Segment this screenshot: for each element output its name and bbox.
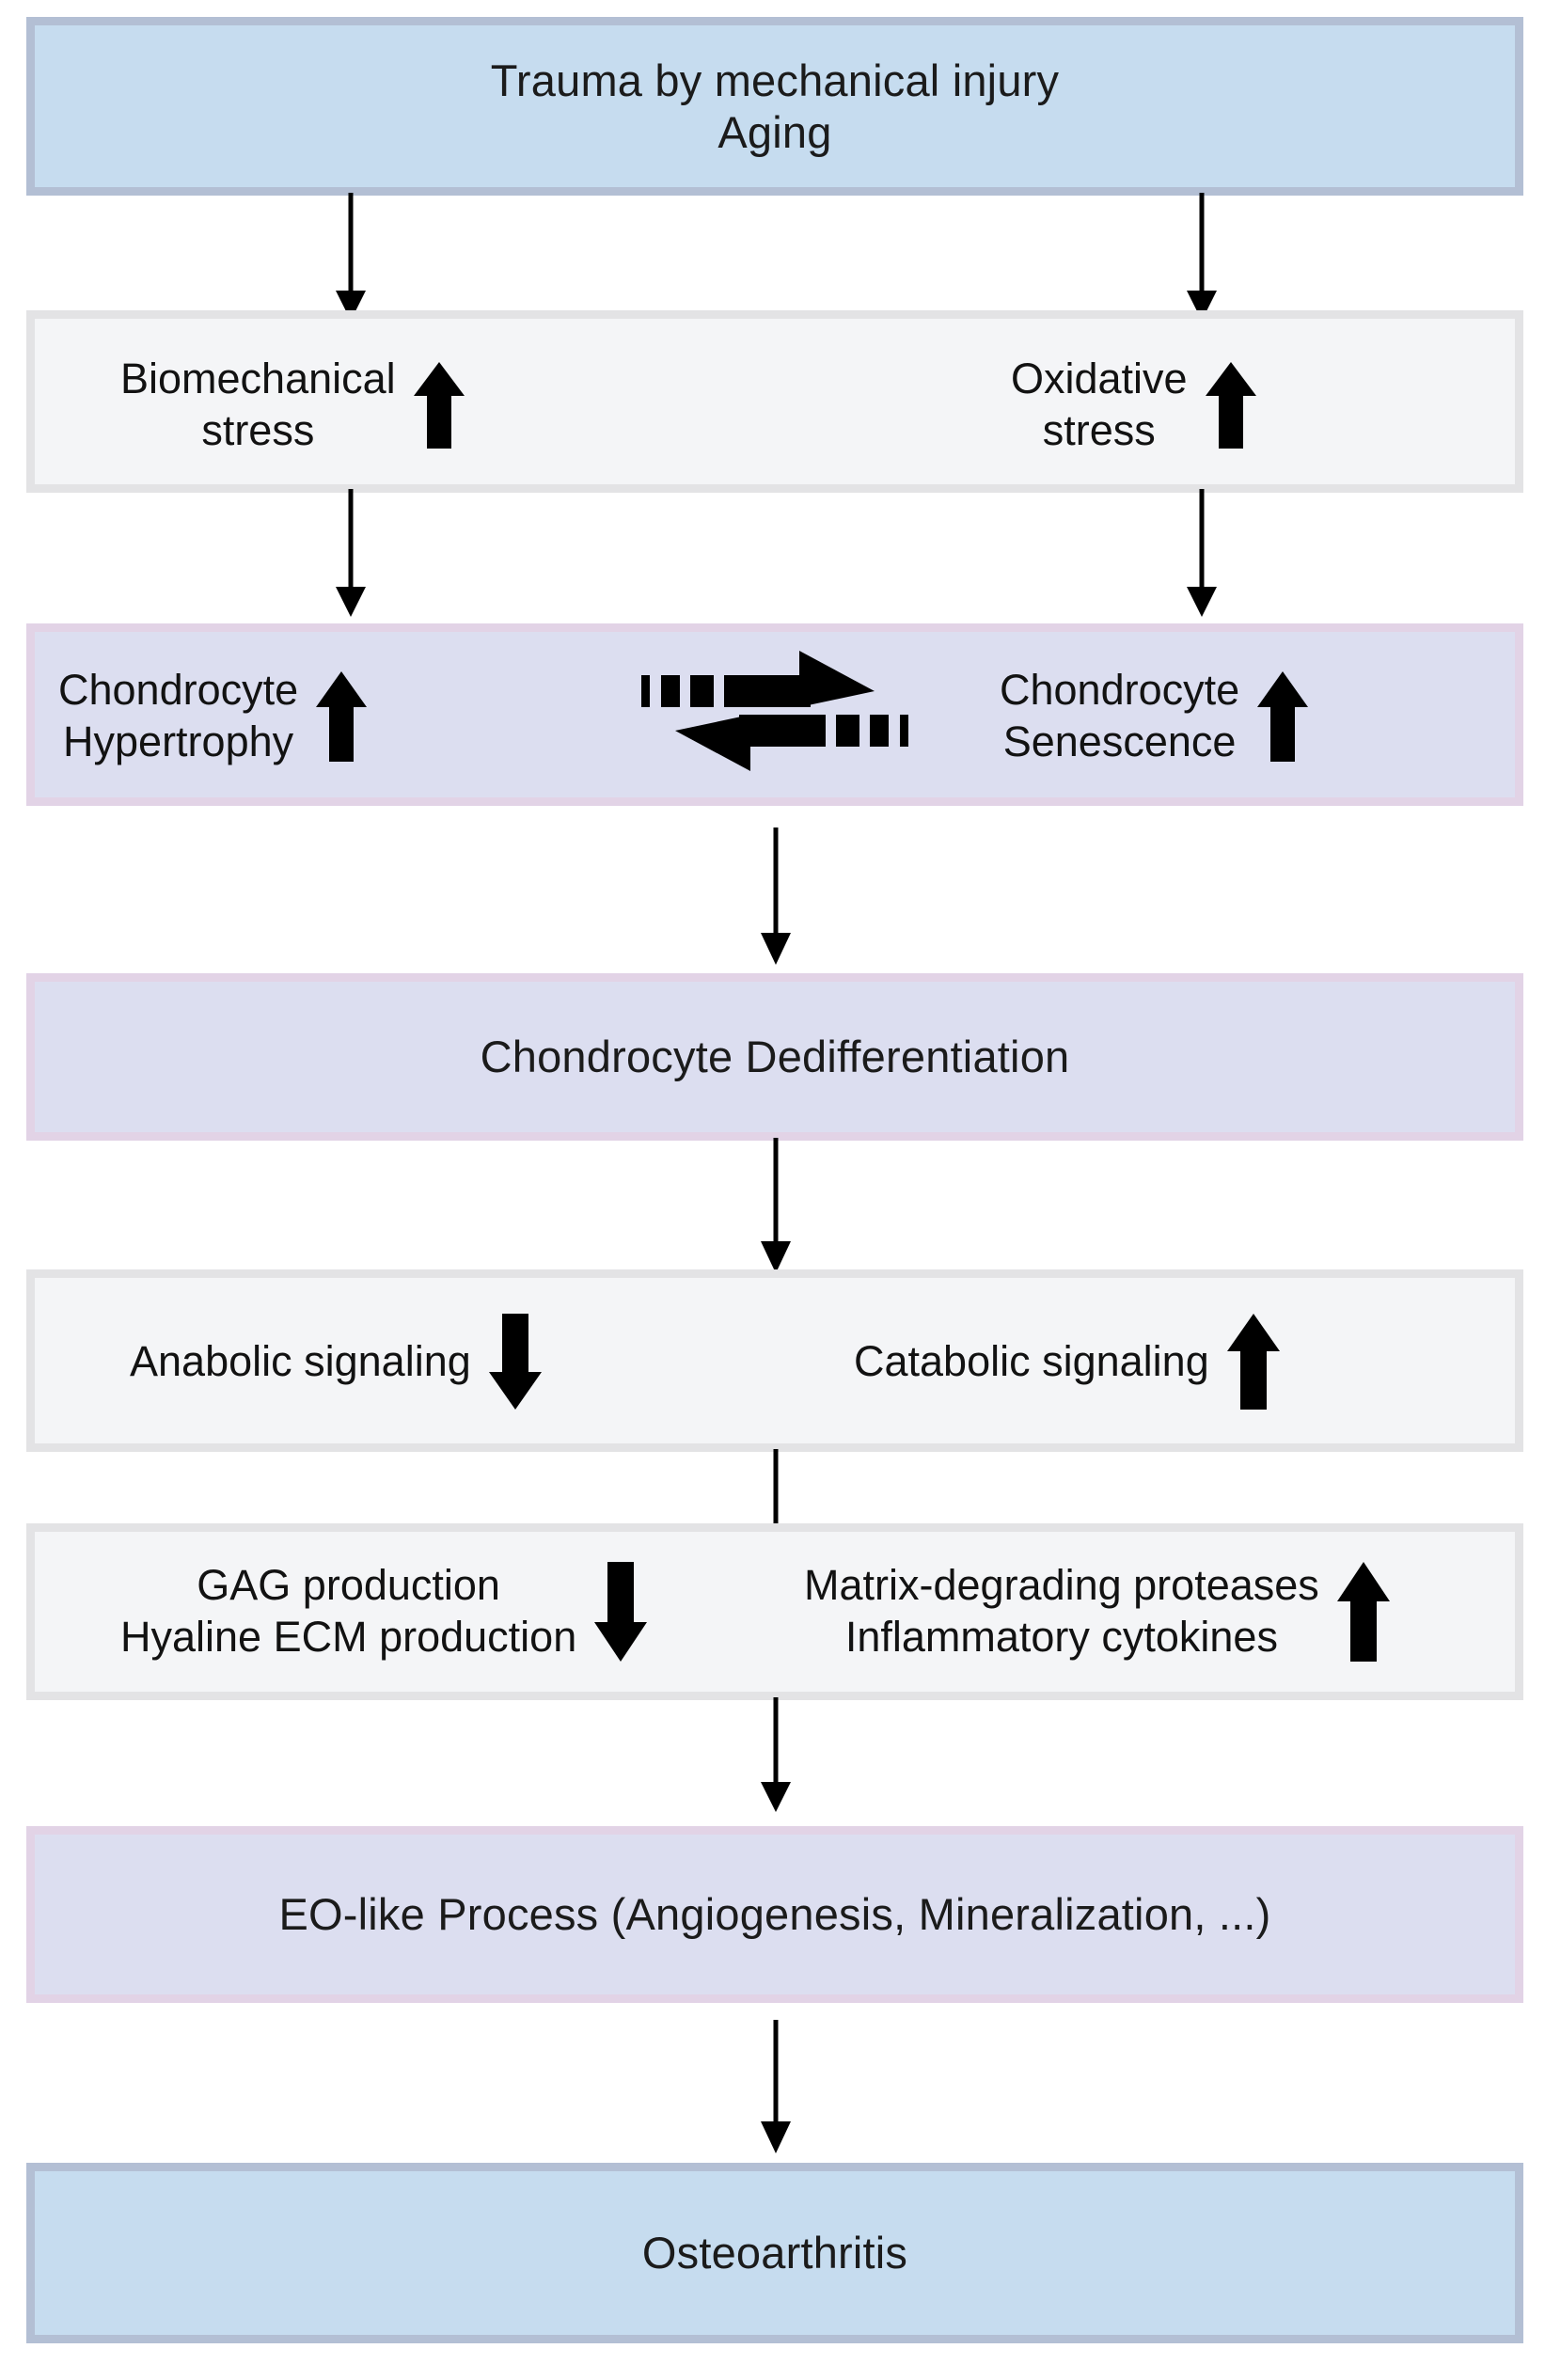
node-production-row [26,1523,1523,1700]
node-gag-production: GAG production Hyaline ECM production [120,1553,741,1670]
connector-dedifferentiation-to-signaling [756,1138,796,1277]
node-proteases-cytokines-label: Matrix-degrading proteases Inflammatory … [804,1561,1319,1661]
node-osteoarthritis: Osteoarthritis [26,2163,1523,2343]
node-chondrocyte-senescence: Chondrocyte Senescence [1000,664,1489,769]
node-eo-like-process: EO-like Process (Angiogenesis, Mineraliz… [26,1826,1523,2003]
connector-trauma-to-biomechanical [331,193,370,324]
up-arrow-icon [1205,360,1257,450]
node-proteases-cytokines: Matrix-degrading proteases Inflammatory … [804,1553,1453,1670]
node-signaling-row [26,1269,1523,1452]
node-eo-like-process-label: EO-like Process (Angiogenesis, Mineraliz… [278,1889,1271,1940]
down-arrow-icon [488,1312,543,1411]
node-catabolic-signaling-label: Catabolic signaling [854,1336,1209,1385]
node-biomechanical-stress: Biomechanical stress [120,354,609,457]
up-arrow-icon [1336,1560,1391,1663]
node-anabolic-signaling-label: Anabolic signaling [130,1336,471,1385]
node-oxidative-stress-label: Oxidative stress [1011,355,1188,454]
node-biomechanical-stress-label: Biomechanical stress [120,355,396,454]
up-arrow-icon [413,360,465,450]
node-dedifferentiation: Chondrocyte Dedifferentiation [26,973,1523,1141]
node-chondrocyte-senescence-label: Chondrocyte Senescence [1000,666,1240,765]
node-chondrocyte-hypertrophy: Chondrocyte Hypertrophy [58,664,547,769]
node-chondrocyte-hypertrophy-label: Chondrocyte Hypertrophy [58,666,299,765]
connector-chondrocyte-to-dedifferentiation [756,827,796,969]
down-arrow-icon [593,1560,648,1663]
up-arrow-icon [1226,1312,1281,1411]
node-trauma-label: Trauma by mechanical injury Aging [490,55,1060,157]
node-oxidative-stress: Oxidative stress [1011,354,1387,457]
connector-biomechanical-to-hypertrophy [331,489,370,621]
node-osteoarthritis-label: Osteoarthritis [641,2228,908,2278]
node-catabolic-signaling: Catabolic signaling [854,1313,1380,1411]
up-arrow-icon [315,670,368,764]
node-stress-row [26,310,1523,493]
connector-trauma-to-oxidative [1182,193,1222,324]
connector-production-to-eo-process [756,1697,796,1818]
connector-eo-process-to-osteoarthritis [756,2020,796,2159]
node-anabolic-signaling: Anabolic signaling [130,1313,656,1411]
node-gag-production-label: GAG production Hyaline ECM production [120,1561,577,1661]
up-arrow-icon [1256,670,1309,764]
dashed-double-arrow-icon [638,651,912,771]
node-trauma: Trauma by mechanical injury Aging [26,17,1523,196]
node-dedifferentiation-label: Chondrocyte Dedifferentiation [480,1032,1070,1082]
connector-oxidative-to-senescence [1182,489,1222,621]
